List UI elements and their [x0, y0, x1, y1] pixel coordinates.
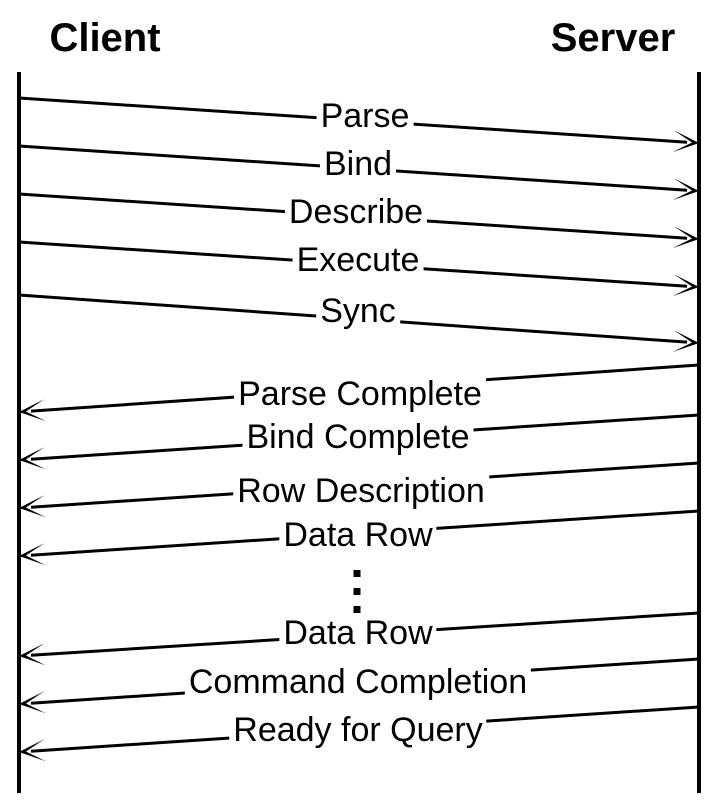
message-label: Data Row	[279, 518, 437, 552]
message-label: Describe	[284, 195, 428, 229]
ellipsis-dot-1	[353, 570, 361, 577]
arrowhead-icon	[672, 130, 699, 153]
message-label: Command Completion	[184, 665, 532, 699]
message-label: Sync	[316, 294, 400, 328]
message-label: Bind	[319, 147, 397, 181]
message-label: Row Description	[233, 474, 489, 508]
arrowhead-icon	[19, 399, 46, 422]
message-label: Bind Complete	[242, 420, 474, 454]
arrowhead-icon	[19, 739, 46, 762]
actor-header-server: Server	[550, 16, 676, 60]
arrowhead-icon	[19, 643, 46, 666]
actor-header-client: Client	[49, 16, 161, 60]
ellipsis-dot-2	[353, 588, 361, 595]
ellipsis-dot-3	[353, 606, 361, 613]
lifeline-group	[17, 72, 701, 793]
arrowhead-icon	[672, 178, 699, 201]
arrowhead-icon	[19, 495, 46, 518]
arrowhead-icon	[19, 691, 46, 714]
message-label: Data Row	[279, 616, 437, 650]
message-label: Parse	[316, 99, 414, 133]
arrowhead-icon	[672, 330, 699, 353]
message-label: Ready for Query	[229, 713, 487, 747]
message-label: Execute	[292, 243, 424, 277]
arrowhead-icon	[672, 274, 699, 297]
arrowhead-icon	[19, 447, 46, 470]
arrowhead-icon	[19, 543, 46, 566]
message-label: Parse Complete	[234, 377, 486, 411]
arrowhead-icon	[672, 226, 699, 249]
